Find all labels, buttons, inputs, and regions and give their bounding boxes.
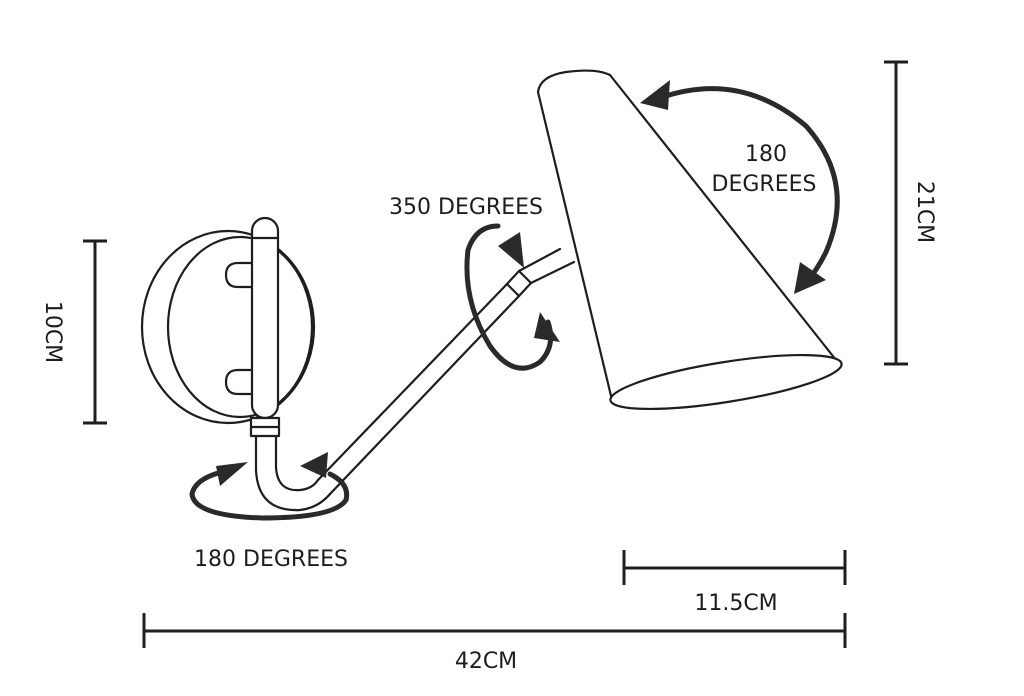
label-shade-height: 21CM bbox=[912, 181, 937, 243]
label-shade-width: 11.5CM bbox=[694, 591, 777, 616]
elbow-joint bbox=[254, 434, 332, 512]
label-shade-rotation-unit: DEGREES bbox=[712, 172, 817, 197]
arrowhead-lower-icon bbox=[534, 312, 560, 342]
vertical-post bbox=[249, 216, 281, 438]
dimension-total-width: 42CM bbox=[142, 613, 847, 674]
label-arm-rotation: 350 DEGREES bbox=[389, 195, 543, 220]
base-rotation-arrow bbox=[189, 452, 350, 521]
wall-plate bbox=[140, 229, 316, 425]
arrowhead-bottom-icon bbox=[794, 262, 826, 294]
arrowhead-top-icon bbox=[640, 80, 670, 110]
screw-top bbox=[224, 261, 256, 289]
dimension-shade-height: 21CM bbox=[884, 60, 937, 366]
dimension-base-height: 10CM bbox=[40, 239, 107, 425]
label-base-rotation: 180 DEGREES bbox=[194, 547, 348, 572]
label-shade-rotation-number: 180 bbox=[745, 142, 787, 167]
arm-rotation-arrow bbox=[464, 223, 560, 371]
screw-bottom bbox=[224, 368, 256, 396]
lamp-shade bbox=[536, 69, 843, 411]
arrowhead-left-icon bbox=[216, 462, 248, 486]
shade-rotation-arrow bbox=[640, 80, 840, 294]
swing-arm bbox=[316, 247, 576, 496]
label-base-height: 10CM bbox=[40, 301, 65, 363]
arrowhead-upper-icon bbox=[498, 232, 524, 268]
dimension-shade-width: 11.5CM bbox=[622, 550, 847, 616]
label-total-width: 42CM bbox=[455, 649, 517, 674]
arrowhead-right-icon bbox=[300, 452, 328, 478]
